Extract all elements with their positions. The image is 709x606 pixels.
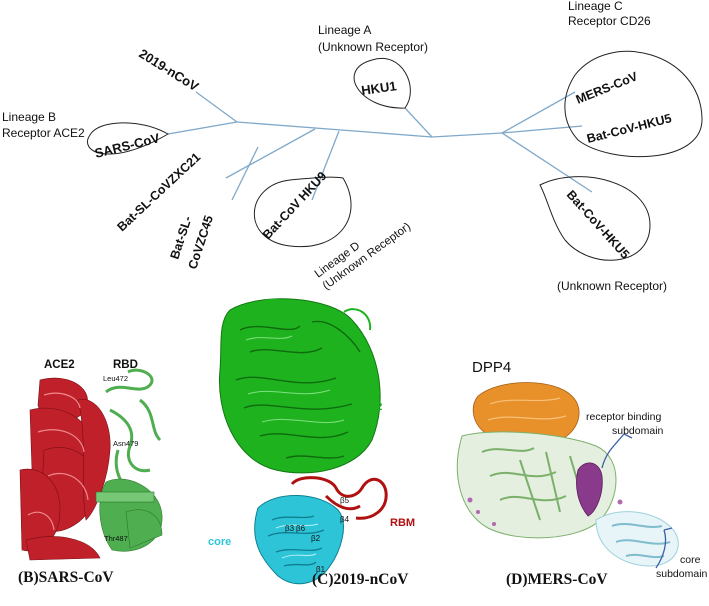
panel-b-leu472-label: Leu472 — [103, 374, 128, 383]
panel-d-dpp4-label: DPP4 — [472, 359, 511, 376]
panel-c-beta5-label: β5 — [340, 496, 350, 505]
lineage-a-receptor: (Unknown Receptor) — [318, 40, 428, 54]
leaf-label-sars: SARS-CoV — [93, 130, 161, 161]
backbone-branch-left — [236, 121, 433, 138]
mers-domain-brackets — [601, 433, 673, 569]
leaf-label-mers: MERS-CoV — [574, 69, 640, 107]
panel-d-caption: (D)MERS-CoV — [506, 571, 608, 588]
leaf-label-bat-hku5-a: Bat-CoV-HKU5 — [585, 111, 673, 146]
hku5-receptor-label: (Unknown Receptor) — [557, 279, 667, 293]
sars-ace2-helices — [19, 377, 111, 561]
panel-b-thr487-label: Thr487 — [104, 534, 128, 543]
mers-dpp4-green-strands — [481, 447, 587, 521]
panel-c-beta1-label: β1 — [316, 565, 326, 574]
ncov-ace2-helix-detail — [235, 320, 361, 459]
branch-hku1 — [404, 107, 433, 138]
panel-c-caption: (C)2019-nCoV — [312, 571, 409, 588]
clade-outline-hku9 — [253, 176, 352, 248]
clade-outline-hku1 — [353, 57, 411, 109]
panel-b-asn479-label: Asn479 — [113, 439, 138, 448]
mers-rbd-purple-body — [576, 462, 603, 517]
branch-zxc21 — [225, 128, 316, 179]
ncov-core-domain — [254, 495, 344, 585]
panel-d-mers: DPP4 receptor binding subdomain core sub… — [456, 359, 708, 588]
panel-c-beta4-label: β4 — [340, 515, 350, 524]
leaf-label-bat-hku5-b: Bat-CoV-HKU5 — [564, 188, 633, 262]
ncov-ace2-highlights — [245, 335, 345, 424]
panel-c-ace2-label: ACE2 — [353, 401, 382, 413]
branch-sars — [167, 121, 238, 135]
panel-d-rbs-line1: receptor binding — [586, 411, 661, 423]
lineage-c-receptor: Receptor CD26 — [568, 14, 651, 28]
panel-b-ace2-label: ACE2 — [44, 359, 75, 371]
panel-b-rbd-label: RBD — [113, 359, 138, 371]
panel-c-2019-ncov: ACE2 RBM core β5 β4 β3 β6 β2 β1 (C)2019-… — [208, 298, 415, 588]
sars-rbd-strand — [95, 491, 155, 503]
clade-outline-sars — [87, 122, 169, 155]
panel-c-core-label: core — [208, 536, 231, 548]
branch-mers — [501, 91, 576, 134]
panel-c-beta2-label: β2 — [311, 534, 321, 543]
sars-rbd-loops — [105, 368, 162, 498]
phylogenetic-tree: HKU1 MERS-CoV Bat-CoV-HKU5 Bat-CoV-HKU5 … — [2, 0, 703, 293]
clade-outline-hku5 — [539, 176, 651, 261]
ncov-core-highlights — [275, 523, 319, 559]
lineage-c-title: Lineage C — [568, 0, 623, 13]
lineage-b-receptor: Receptor ACE2 — [2, 126, 85, 140]
branch-hku5-b — [501, 132, 593, 193]
panel-c-rbm-label: RBM — [390, 517, 415, 529]
clade-outline-lineage-c-top — [564, 50, 703, 158]
tree-branches — [167, 91, 593, 201]
ncov-rbm-loop — [290, 476, 388, 520]
branch-hku9 — [311, 130, 340, 201]
panel-d-rbs-line2: subdomain — [612, 425, 664, 437]
mers-rbd-purple — [467, 462, 623, 534]
ncov-ace2-body — [218, 298, 381, 474]
lineage-a-title: Lineage A — [318, 23, 371, 37]
branch-zc45 — [231, 146, 259, 201]
ncov-core-body — [254, 495, 344, 585]
mers-dpp4-orange-highlights — [487, 397, 567, 421]
backbone-branch-right — [431, 132, 503, 138]
ncov-ace2-structure — [218, 298, 381, 474]
branch-2019-ncov — [195, 91, 238, 123]
lineage-b-title: Lineage B — [2, 110, 56, 124]
panel-b-caption: (B)SARS-CoV — [18, 569, 114, 586]
panel-c-beta3-label: β3 — [285, 524, 295, 533]
panel-b-sars: ACE2 RBD Leu472 Asn479 Thr487 (B)SARS-Co… — [18, 359, 163, 586]
clade-outlines — [87, 50, 703, 261]
sars-ace2-highlights — [27, 392, 89, 531]
panel-b-structure — [19, 368, 163, 561]
panel-c-beta6-label: β6 — [296, 524, 306, 533]
panel-d-core-line1: core — [680, 554, 701, 566]
leaf-label-hku1: HKU1 — [360, 78, 397, 98]
leaf-label-2019-ncov: 2019-nCoV — [136, 46, 201, 95]
ncov-core-strands — [267, 515, 325, 567]
panel-d-core-line2: subdomain — [656, 568, 708, 580]
branch-hku5-a — [501, 125, 583, 134]
